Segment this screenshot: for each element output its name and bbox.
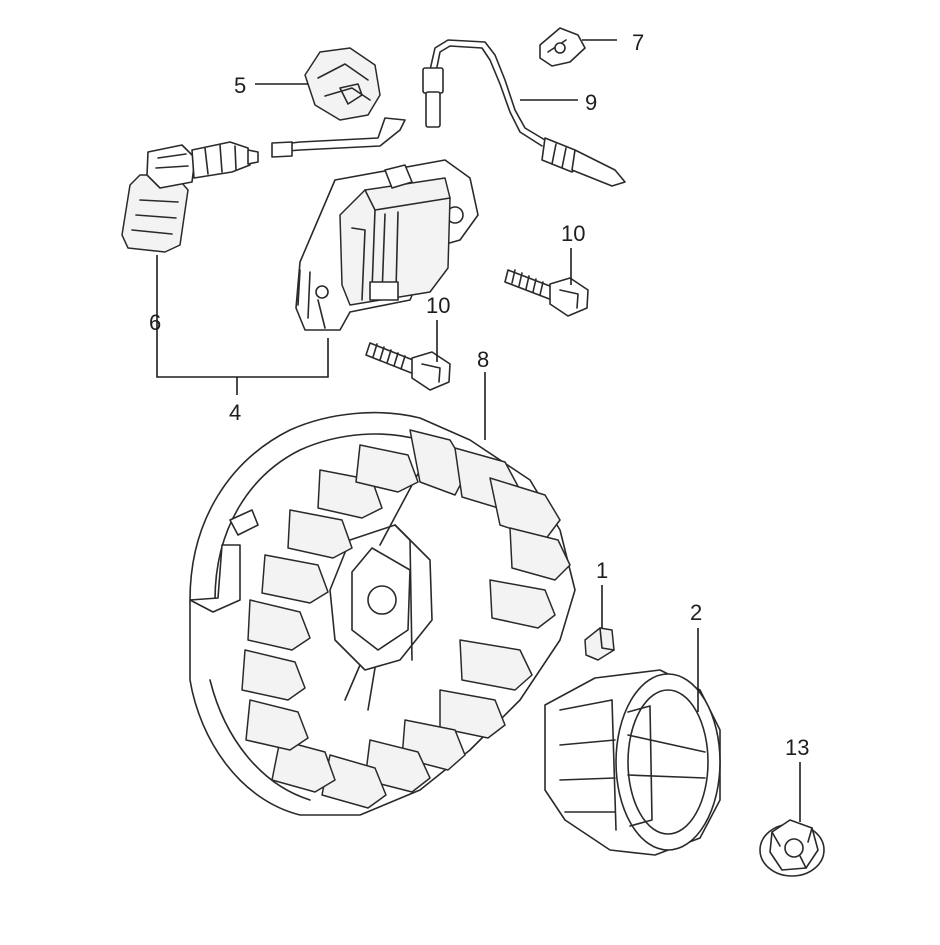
part-2-starter-cup	[544, 669, 721, 856]
callout-10-lower: 10	[426, 293, 450, 318]
callout-1: 1	[596, 558, 608, 583]
part-9-wire-harness	[422, 39, 626, 187]
callout-2: 2	[690, 600, 702, 625]
callout-5: 5	[234, 73, 246, 98]
part-6-spark-plug-cap	[121, 141, 259, 253]
leader-lines	[156, 39, 801, 822]
part-10-bolt-upper	[504, 269, 589, 317]
flywheel-fins	[241, 429, 571, 809]
callout-6: 6	[149, 310, 161, 335]
part-5-cover	[304, 47, 381, 121]
callout-7: 7	[632, 30, 644, 55]
part-7-wire-clip	[539, 27, 586, 67]
callout-8: 8	[477, 347, 489, 372]
callout-9: 9	[585, 90, 597, 115]
callout-labels: 7 5 9 10 10 6 8 4 1 2 13	[149, 30, 809, 760]
part-4-ignition-coil	[271, 117, 479, 331]
part-1-woodruff-key	[584, 627, 615, 661]
part-13-flange-nut	[759, 819, 825, 877]
callout-10-upper: 10	[561, 221, 585, 246]
callout-4: 4	[229, 400, 241, 425]
callout-13: 13	[785, 735, 809, 760]
part-10-bolt-lower	[365, 342, 451, 391]
part-8-flywheel	[189, 411, 576, 816]
